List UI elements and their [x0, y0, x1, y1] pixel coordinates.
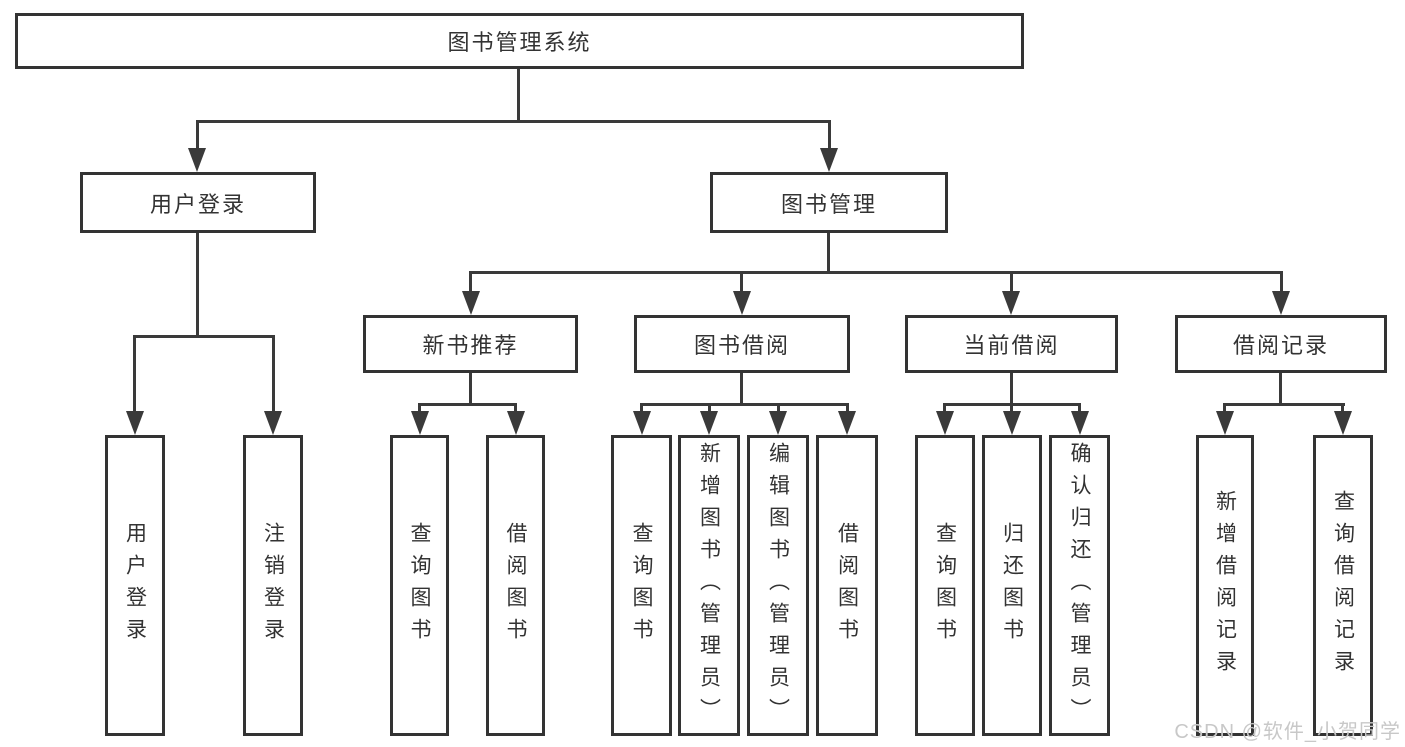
- connector-line: [827, 233, 830, 273]
- leaf-query-books-current: 查询图书: [915, 435, 975, 736]
- connector-line: [1010, 403, 1013, 413]
- leaf-label: 新增借阅记录: [1213, 489, 1237, 682]
- connector-line: [740, 373, 743, 405]
- leaf-add-borrow-record: 新增借阅记录: [1196, 435, 1254, 736]
- leaf-label: 查询图书: [630, 521, 653, 650]
- connector-line: [943, 403, 946, 413]
- leaf-label: 借阅图书: [835, 521, 859, 650]
- leaf-label: 借阅图书: [504, 521, 527, 650]
- leaf-edit-book-admin: 编辑图书（管理员）: [747, 435, 809, 736]
- connector-line: [418, 403, 421, 413]
- node-borrow-records: 借阅记录: [1175, 315, 1387, 373]
- connector-line: [640, 403, 643, 413]
- arrowhead: [1216, 411, 1234, 435]
- leaf-user-login: 用户登录: [105, 435, 165, 736]
- node-label: 新书推荐: [422, 333, 519, 358]
- node-label: 当前借阅: [963, 333, 1060, 358]
- leaf-label: 确认归还（管理员）: [1068, 441, 1091, 730]
- connector-line: [828, 120, 831, 152]
- connector-line: [514, 403, 517, 413]
- leaf-query-books-borrow: 查询图书: [611, 435, 672, 736]
- connector-line: [196, 233, 199, 337]
- arrowhead: [188, 148, 206, 172]
- arrowhead: [733, 291, 751, 315]
- arrowhead: [936, 411, 954, 435]
- node-label: 用户登录: [149, 191, 246, 217]
- connector-line: [418, 403, 517, 406]
- leaf-return-book: 归还图书: [982, 435, 1042, 736]
- leaf-borrow-books-recommend: 借阅图书: [486, 435, 545, 736]
- arrowhead: [462, 291, 480, 315]
- arrowhead: [769, 411, 787, 435]
- connector-line: [1078, 403, 1081, 413]
- connector-line: [469, 271, 1283, 274]
- arrowhead: [507, 411, 525, 435]
- node-book-management: 图书管理: [710, 172, 948, 233]
- leaf-label: 编辑图书（管理员）: [766, 441, 790, 730]
- arrowhead: [126, 411, 144, 435]
- leaf-label: 查询图书: [933, 521, 957, 650]
- connector-line: [740, 271, 743, 295]
- arrowhead: [1002, 291, 1020, 315]
- arrowhead: [838, 411, 856, 435]
- watermark: CSDN @软件_小贺同学: [1174, 721, 1401, 743]
- node-label: 图书借阅: [693, 333, 790, 358]
- connector-line: [517, 69, 520, 122]
- connector-line: [272, 335, 275, 415]
- connector-line: [1010, 271, 1013, 295]
- arrowhead: [700, 411, 718, 435]
- leaf-borrow-books-borrow: 借阅图书: [816, 435, 878, 736]
- connector-line: [777, 403, 780, 413]
- arrowhead: [633, 411, 651, 435]
- node-current-borrow: 当前借阅: [905, 315, 1118, 373]
- node-label: 借阅记录: [1232, 333, 1329, 358]
- arrowhead: [820, 148, 838, 172]
- connector-line: [469, 271, 472, 295]
- connector-line: [133, 335, 136, 415]
- arrowhead: [264, 411, 282, 435]
- connector-line: [846, 403, 849, 413]
- leaf-label: 用户登录: [123, 521, 147, 650]
- leaf-logout: 注销登录: [243, 435, 303, 736]
- node-new-book-recommend: 新书推荐: [363, 315, 578, 373]
- connector-line: [1279, 373, 1282, 405]
- leaf-confirm-return-admin: 确认归还（管理员）: [1049, 435, 1110, 736]
- leaf-label: 新增图书（管理员）: [697, 441, 721, 730]
- connector-line: [1223, 403, 1345, 406]
- connector-line: [708, 403, 711, 413]
- arrowhead: [411, 411, 429, 435]
- connector-line: [640, 403, 849, 406]
- connector-line: [196, 120, 831, 123]
- leaf-label: 注销登录: [261, 521, 285, 650]
- leaf-query-books-recommend: 查询图书: [390, 435, 449, 736]
- arrowhead: [1003, 411, 1021, 435]
- node-user-login: 用户登录: [80, 172, 316, 233]
- connector-line: [1341, 403, 1344, 413]
- connector-line: [1280, 271, 1283, 295]
- arrowhead: [1334, 411, 1352, 435]
- leaf-label: 查询图书: [408, 521, 431, 650]
- connector-line: [1223, 403, 1226, 413]
- leaf-label: 查询借阅记录: [1331, 489, 1355, 682]
- connector-line: [469, 373, 472, 405]
- leaf-label: 归还图书: [1000, 521, 1024, 650]
- arrowhead: [1272, 291, 1290, 315]
- connector-line: [133, 335, 275, 338]
- node-book-borrow: 图书借阅: [634, 315, 850, 373]
- connector-line: [196, 120, 199, 152]
- node-label: 图书管理系统: [447, 30, 592, 55]
- node-library-system: 图书管理系统: [15, 13, 1024, 69]
- leaf-query-borrow-record: 查询借阅记录: [1313, 435, 1373, 736]
- leaf-add-book-admin: 新增图书（管理员）: [678, 435, 740, 736]
- node-label: 图书管理: [780, 191, 877, 217]
- arrowhead: [1071, 411, 1089, 435]
- connector-line: [1010, 373, 1013, 405]
